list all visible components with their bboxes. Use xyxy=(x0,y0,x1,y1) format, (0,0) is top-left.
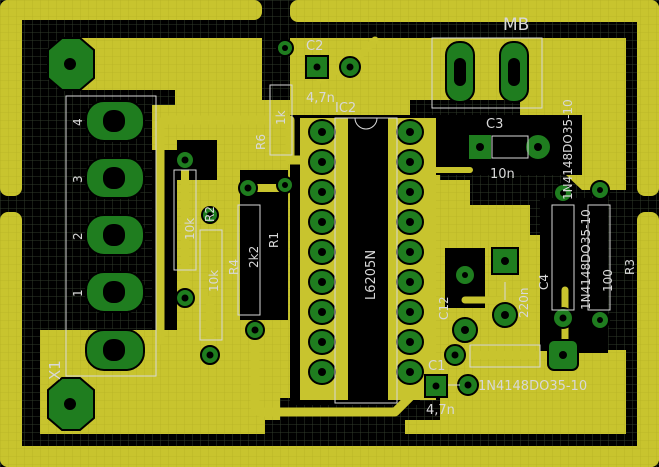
mounting-holes xyxy=(47,37,95,431)
r4-ref: R4 xyxy=(227,259,241,275)
c4-ref: C4 xyxy=(537,274,551,290)
component-outlines xyxy=(173,84,611,386)
r1-value: 2k2 xyxy=(247,246,261,268)
ic2-ref: IC2 xyxy=(335,101,356,116)
r3-value: 100 xyxy=(601,269,615,292)
mb-connector xyxy=(431,37,543,109)
r6-value: 1k xyxy=(274,110,288,125)
x1-pin-3: 3 xyxy=(71,175,85,183)
r3-ref: R3 xyxy=(623,259,637,275)
silkscreen-labels: MB C2 4,7n IC2 L6205N R6 1k R2 10k R4 10… xyxy=(46,15,637,418)
x1-ref: X1 xyxy=(46,360,64,380)
d2-part: 1N4148DO35-10 xyxy=(579,209,593,310)
ic2-part: L6205N xyxy=(364,250,379,300)
x1-connector xyxy=(65,95,157,377)
traces xyxy=(155,36,569,417)
r4-value: 10k xyxy=(207,270,221,292)
c1-ref: C1 xyxy=(428,359,445,374)
r2-value: 10k xyxy=(183,218,197,240)
ic2-drills xyxy=(318,128,414,376)
c3-ref: C3 xyxy=(486,117,503,132)
x1-pin-1: 1 xyxy=(71,289,85,297)
x1-pin-4: 4 xyxy=(71,118,85,126)
ic2-outline xyxy=(334,117,398,404)
d4-part: 1N4148DO35-10 xyxy=(561,99,575,200)
r1-ref: R1 xyxy=(267,232,281,248)
c1-value: 4,7n xyxy=(426,403,455,418)
mb-label: MB xyxy=(503,15,529,35)
c3-value: 10n xyxy=(490,167,515,182)
r6-ref: R6 xyxy=(254,134,268,150)
c2-ref: C2 xyxy=(306,39,323,54)
c2-value: 4,7n xyxy=(306,91,335,106)
c4-value: 220n xyxy=(517,287,531,318)
r2-ref: R2 xyxy=(203,206,217,222)
c12-ref: C12 xyxy=(437,296,451,320)
x1-pin-2: 2 xyxy=(71,232,85,240)
component-drills xyxy=(181,45,603,390)
d-bottom-part: 1N4148DO35-10 xyxy=(478,379,587,394)
